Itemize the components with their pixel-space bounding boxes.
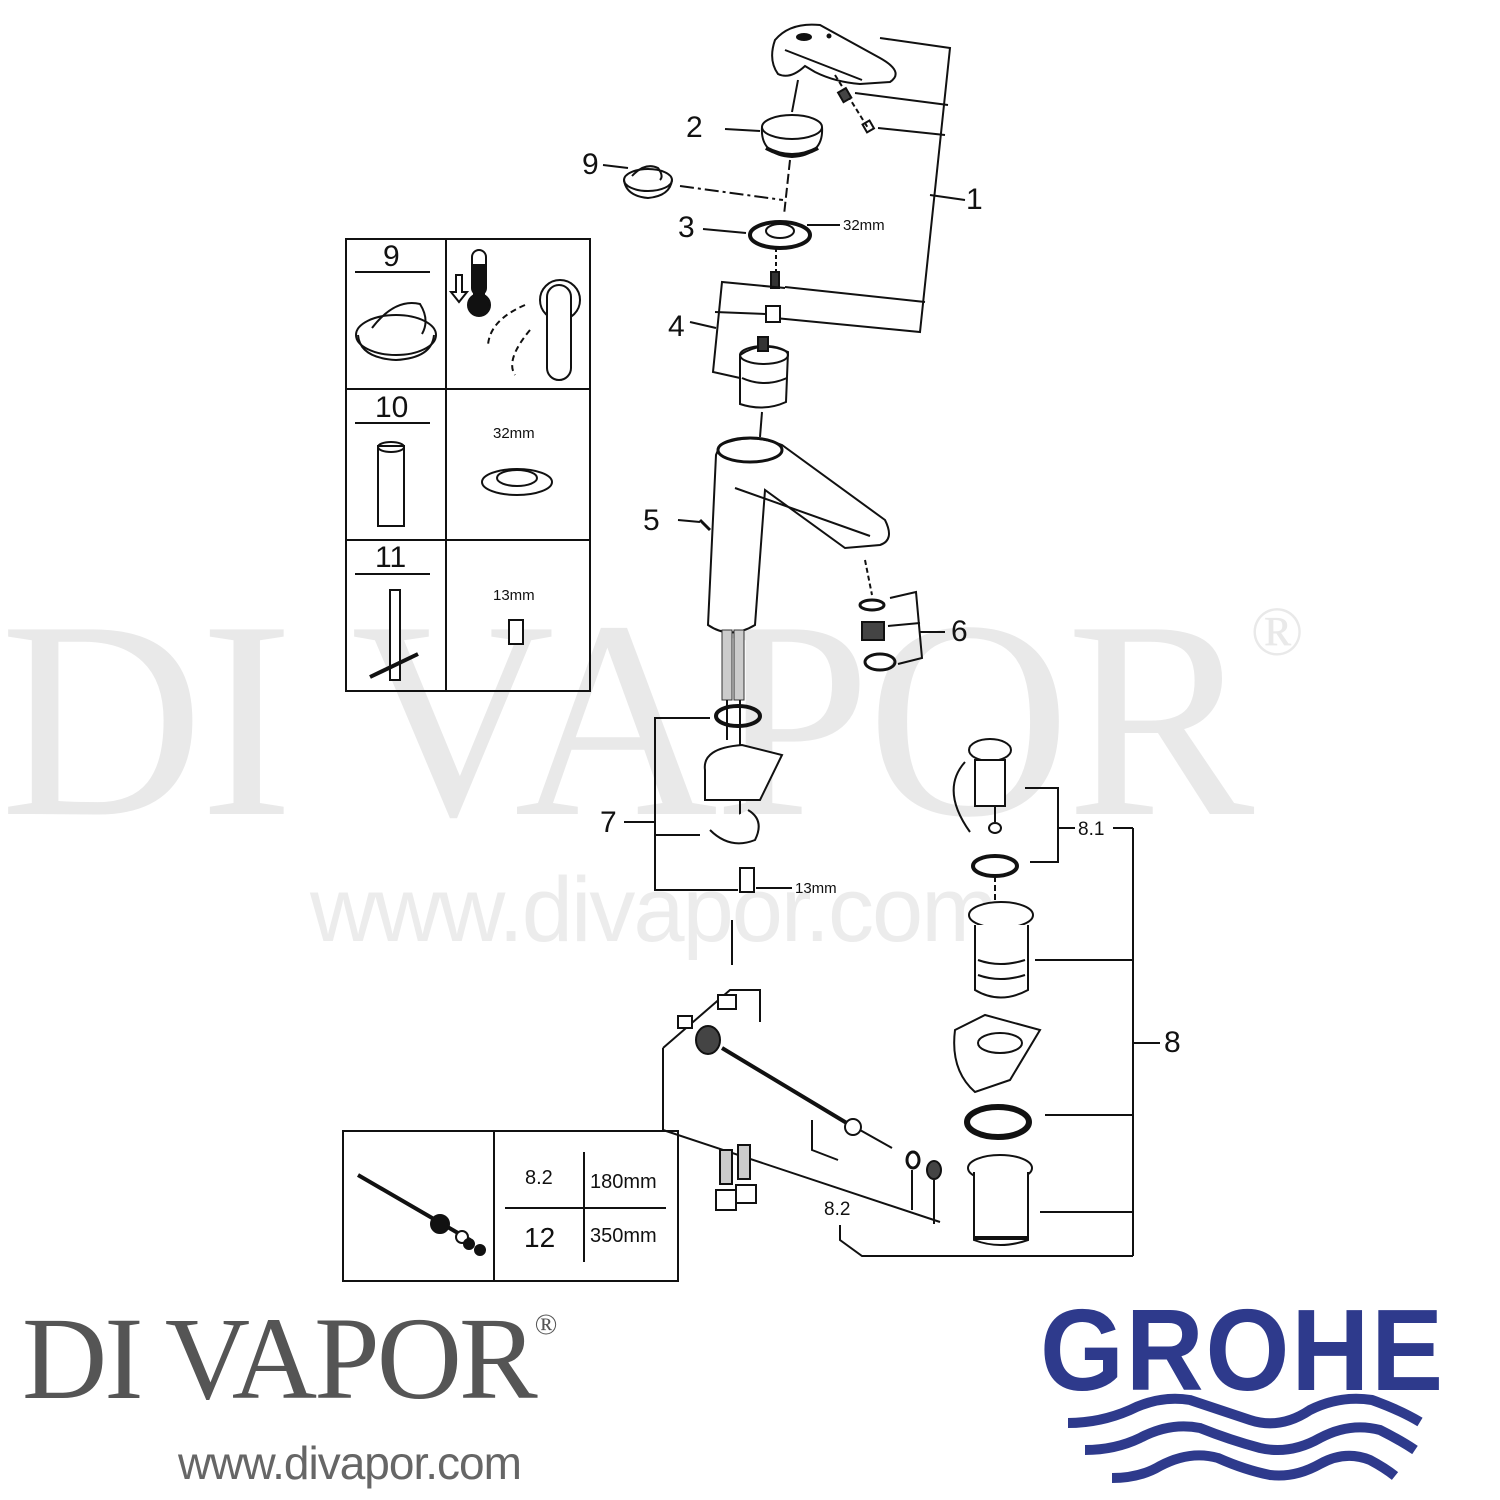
tools-box-frame: [345, 238, 591, 692]
divapor-logo-text: DI VAPOR: [22, 1293, 538, 1424]
watermark-text: DI VAPOR: [0, 563, 1254, 875]
temperature-limiter-icon: [623, 165, 673, 200]
length-table-part-12: 12: [524, 1222, 556, 1253]
nut-32mm-icon: [702, 220, 840, 250]
callout-7: 7: [600, 806, 617, 839]
callout-8-1: 8.1: [1078, 819, 1105, 840]
callout-8-2: 8.2: [824, 1199, 851, 1220]
tools-box-part-9: 9: [383, 240, 400, 273]
callout-9: 9: [582, 148, 599, 181]
tap-body-icon: [677, 436, 890, 634]
callout-8: 8: [1164, 1026, 1181, 1059]
tools-box-part-11: 11: [375, 541, 407, 574]
popup-waste-icon: [952, 738, 1042, 1246]
callout-6: 6: [951, 615, 968, 648]
grohe-logo-text: GROHE: [1040, 1285, 1445, 1415]
callout-7-size: 13mm: [795, 880, 837, 897]
callout-3-size: 32mm: [843, 217, 885, 234]
grohe-waves-logo: [1067, 1393, 1423, 1483]
length-table-part-8-2: 8.2: [525, 1167, 553, 1189]
handle-lever-icon: [771, 23, 897, 134]
tools-box-size-32mm: 32mm: [493, 425, 535, 442]
tools-box-size-13mm: 13mm: [493, 587, 535, 604]
divapor-registered-mark: ®: [534, 1308, 558, 1341]
callout-1: 1: [966, 183, 983, 216]
divapor-url: www.divapor.com: [178, 1437, 522, 1489]
watermark-registered-mark: ®: [1250, 594, 1304, 671]
callout-4: 4: [668, 310, 685, 343]
watermark-brand: DI VAPOR®: [0, 578, 1500, 860]
watermark-url: www.divapor.com: [310, 859, 998, 961]
supply-hose-ends-icon: [715, 1144, 757, 1211]
length-table-length-350mm: 350mm: [590, 1225, 657, 1247]
callout-5: 5: [643, 504, 660, 537]
cartridge-icon: [739, 336, 790, 409]
tools-box-part-10: 10: [375, 391, 409, 424]
length-table-length-180mm: 180mm: [590, 1171, 657, 1193]
callout-2: 2: [686, 111, 703, 144]
callout-3: 3: [678, 211, 695, 244]
cap-icon: [724, 114, 824, 159]
divapor-logo: DI VAPOR®: [22, 1300, 558, 1418]
length-table-frame: [342, 1130, 679, 1282]
